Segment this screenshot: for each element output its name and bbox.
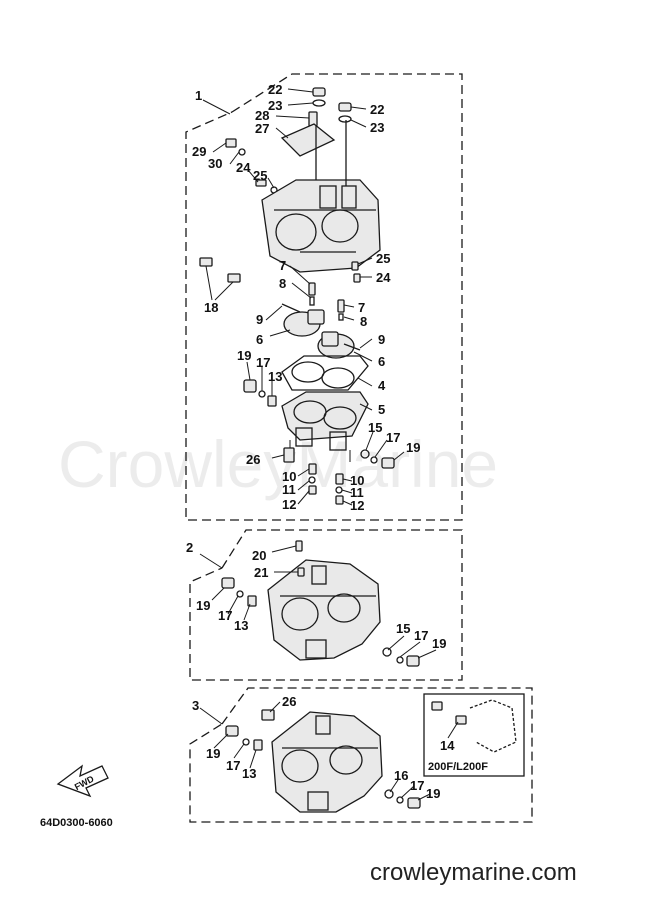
callout: 15 <box>368 420 382 435</box>
callout: 1 <box>195 88 202 103</box>
callout: 13 <box>268 369 282 384</box>
callout: 23 <box>370 120 384 135</box>
callout: 25 <box>253 168 267 183</box>
screw-24-25 <box>255 179 278 194</box>
callout: 9 <box>256 312 263 327</box>
callout: 8 <box>279 276 286 291</box>
float-chamber-5 <box>281 391 369 462</box>
callout: 10 <box>350 473 364 488</box>
callout: 13 <box>234 618 248 633</box>
inset-label: 200F/L200F <box>428 761 488 773</box>
callout: 21 <box>254 565 268 580</box>
callout: 24 <box>236 160 251 175</box>
drain-screw-2-left <box>221 577 257 607</box>
gasket-4 <box>281 355 369 391</box>
watermark: CrowleyMarine <box>58 427 498 501</box>
callout: 18 <box>204 300 218 315</box>
carburetor-body-3 <box>271 711 383 813</box>
callout: 19 <box>426 786 440 801</box>
callout: 19 <box>406 440 420 455</box>
callout: 4 <box>378 378 386 393</box>
screw-29 <box>225 138 246 156</box>
screw-26-group3 <box>261 709 275 721</box>
callout: 17 <box>226 758 240 773</box>
leader-lines-group-2 <box>211 545 437 659</box>
callout: 17 <box>414 628 428 643</box>
screw-26 <box>283 447 295 463</box>
footer-url[interactable]: crowleymarine.com <box>370 859 577 886</box>
callout: 12 <box>282 497 296 512</box>
drain-screw-2-right <box>382 647 420 667</box>
screw-24-25-right <box>351 261 361 283</box>
callout: 26 <box>246 452 260 467</box>
callout: 23 <box>268 98 282 113</box>
fwd-label: FWD <box>73 773 96 792</box>
callout: 14 <box>440 738 455 753</box>
float-pin-9-left <box>281 303 301 313</box>
callout: 28 <box>255 108 269 123</box>
callout: 10 <box>282 469 296 484</box>
callout: 17 <box>386 430 400 445</box>
callout-numbers: 1 22 23 22 23 28 27 29 30 24 25 7 8 25 2… <box>186 82 455 801</box>
callout: 9 <box>378 332 385 347</box>
callout: 17 <box>410 778 424 793</box>
plug-22-left <box>312 87 326 107</box>
callout: 17 <box>218 608 232 623</box>
callout: 6 <box>378 354 385 369</box>
assembly-group-2 <box>189 529 463 681</box>
pilot-screws-18 <box>199 257 241 301</box>
callout: 17 <box>256 355 270 370</box>
callout: 22 <box>370 102 384 117</box>
drain-screw-3-right <box>384 789 421 809</box>
inset-200f-l200f: 200F/L200F <box>423 693 525 777</box>
callout: 27 <box>255 121 269 136</box>
drawing-code: 64D0300-6060 <box>40 817 113 829</box>
carburetor-body-upper <box>261 120 381 273</box>
needle-valve-right <box>337 299 345 321</box>
callout: 19 <box>206 746 220 761</box>
callout: 24 <box>376 270 391 285</box>
float-6-left <box>283 309 325 337</box>
callout: 6 <box>256 332 263 347</box>
callout: 7 <box>279 258 286 273</box>
callout: 2 <box>186 540 193 555</box>
callout: 29 <box>192 144 206 159</box>
fwd-arrow-icon: FWD <box>56 764 109 798</box>
float-6-right <box>317 331 361 359</box>
leader-lines-group-3 <box>213 701 431 801</box>
callout: 12 <box>350 498 364 513</box>
callout: 5 <box>378 402 385 417</box>
callout: 11 <box>350 485 364 500</box>
callout: 19 <box>196 598 210 613</box>
assembly-group-1 <box>185 73 463 521</box>
callout: 26 <box>282 694 296 709</box>
callout: 30 <box>208 156 222 171</box>
callout: 8 <box>360 314 367 329</box>
callout: 25 <box>376 251 390 266</box>
screw-20-21 <box>295 540 305 577</box>
callout: 19 <box>432 636 446 651</box>
plug-22-right <box>338 102 352 123</box>
callout: 13 <box>242 766 256 781</box>
callout: 7 <box>358 300 365 315</box>
needle-valve-left <box>308 282 316 306</box>
callout: 15 <box>396 621 410 636</box>
drain-screw-3-left <box>225 725 263 751</box>
callout: 20 <box>252 548 266 563</box>
carburetor-body-2 <box>267 559 381 661</box>
leader-lines-group-1 <box>212 88 405 506</box>
callout: 16 <box>394 768 408 783</box>
plate-27 <box>280 123 336 186</box>
drain-screw-right <box>360 449 395 469</box>
callout: 11 <box>282 482 296 497</box>
callout: 19 <box>237 348 251 363</box>
callout: 22 <box>268 82 282 97</box>
callout: 3 <box>192 698 199 713</box>
